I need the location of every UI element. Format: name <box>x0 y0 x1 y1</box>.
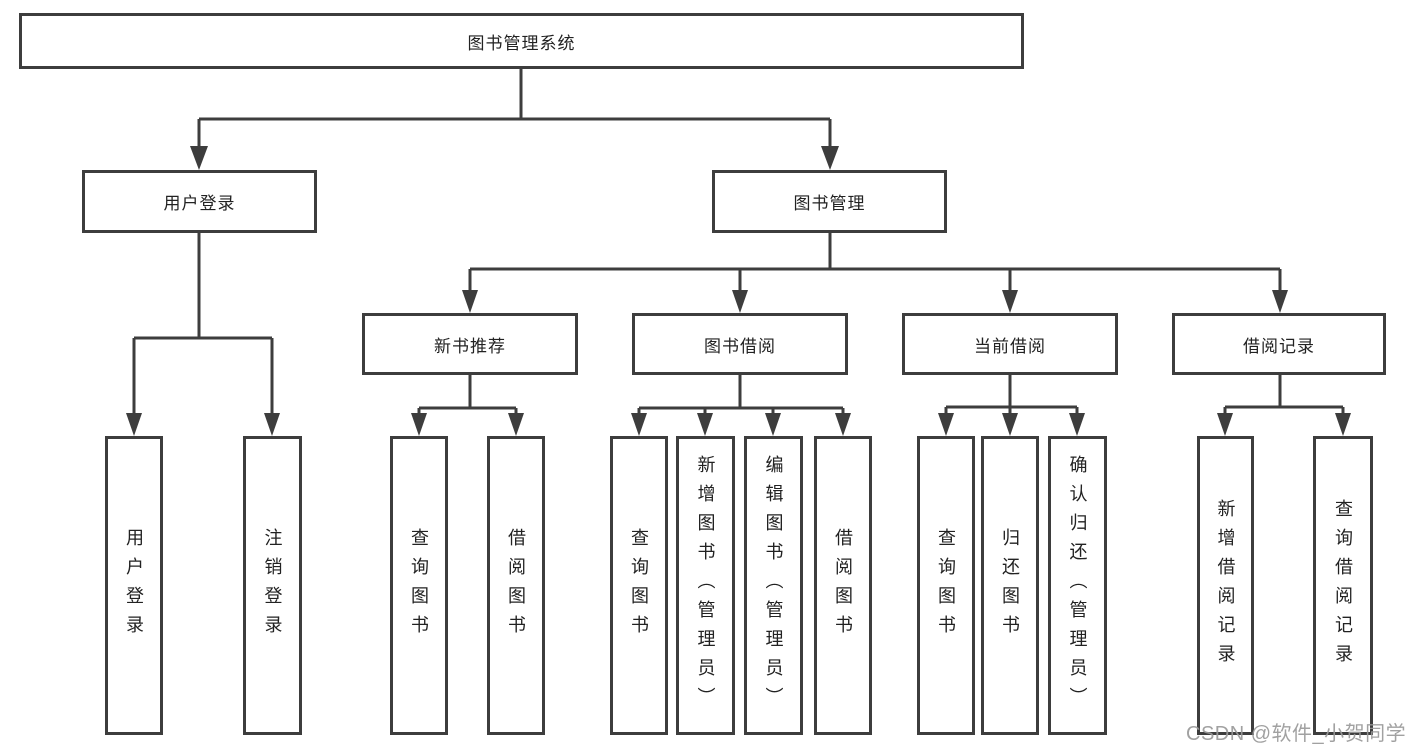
arrowhead-icon <box>1272 290 1288 313</box>
leaf-query-borrow-record: 查询借阅记录 <box>1313 436 1373 735</box>
leaf-return-book: 归还图书 <box>981 436 1039 735</box>
connector-userlogin-children <box>132 233 274 415</box>
arrowhead-icon <box>1217 413 1233 436</box>
leaf-query-book-borrow: 查询图书 <box>610 436 668 735</box>
node-user-login-branch: 用户登录 <box>82 170 317 233</box>
arrowhead-icon <box>264 413 280 436</box>
arrowhead-icon <box>631 413 647 436</box>
node-book-management-branch: 图书管理 <box>712 170 947 233</box>
arrowhead-icon <box>732 290 748 313</box>
leaf-user-login: 用户登录 <box>105 436 163 735</box>
connector-record-children <box>1223 375 1345 415</box>
leaf-query-book-recommend: 查询图书 <box>390 436 448 735</box>
node-book-borrow: 图书借阅 <box>632 313 848 375</box>
leaf-borrow-book-recommend: 借阅图书 <box>487 436 545 735</box>
arrowhead-icon <box>126 413 142 436</box>
node-borrow-record: 借阅记录 <box>1172 313 1386 375</box>
arrowhead-icon <box>697 413 713 436</box>
arrowhead-icon <box>835 413 851 436</box>
arrowhead-icon <box>411 413 427 436</box>
arrowhead-icon <box>508 413 524 436</box>
leaf-borrow-book: 借阅图书 <box>814 436 872 735</box>
leaf-add-book-admin: 新增图书（管理员） <box>676 436 735 735</box>
arrowhead-icon <box>190 146 208 170</box>
leaf-query-book-current: 查询图书 <box>917 436 975 735</box>
arrowhead-icon <box>1335 413 1351 436</box>
connector-current-children <box>944 375 1079 415</box>
connector-lines <box>132 69 1345 415</box>
arrowhead-icon <box>821 146 839 170</box>
arrowhead-icon <box>765 413 781 436</box>
arrowhead-icon <box>938 413 954 436</box>
connector-root-to-level2 <box>197 69 832 147</box>
node-current-borrow: 当前借阅 <box>902 313 1118 375</box>
arrowhead-icon <box>462 290 478 313</box>
connector-newbook-children <box>417 375 518 415</box>
arrowhead-icon <box>1002 290 1018 313</box>
node-root-system: 图书管理系统 <box>19 13 1024 69</box>
leaf-add-borrow-record: 新增借阅记录 <box>1197 436 1254 735</box>
leaf-logout: 注销登录 <box>243 436 302 735</box>
csdn-watermark: CSDN @软件_小贺同学 <box>1186 723 1405 745</box>
arrowhead-icon <box>1002 413 1018 436</box>
arrowhead-icon <box>1069 413 1085 436</box>
connector-borrow-children <box>637 375 845 415</box>
connector-bookmgmt-level3 <box>468 233 1282 292</box>
leaf-edit-book-admin: 编辑图书（管理员） <box>744 436 803 735</box>
node-new-book-recommend: 新书推荐 <box>362 313 578 375</box>
arrowheads <box>126 146 1351 436</box>
leaf-confirm-return-admin: 确认归还（管理员） <box>1048 436 1107 735</box>
